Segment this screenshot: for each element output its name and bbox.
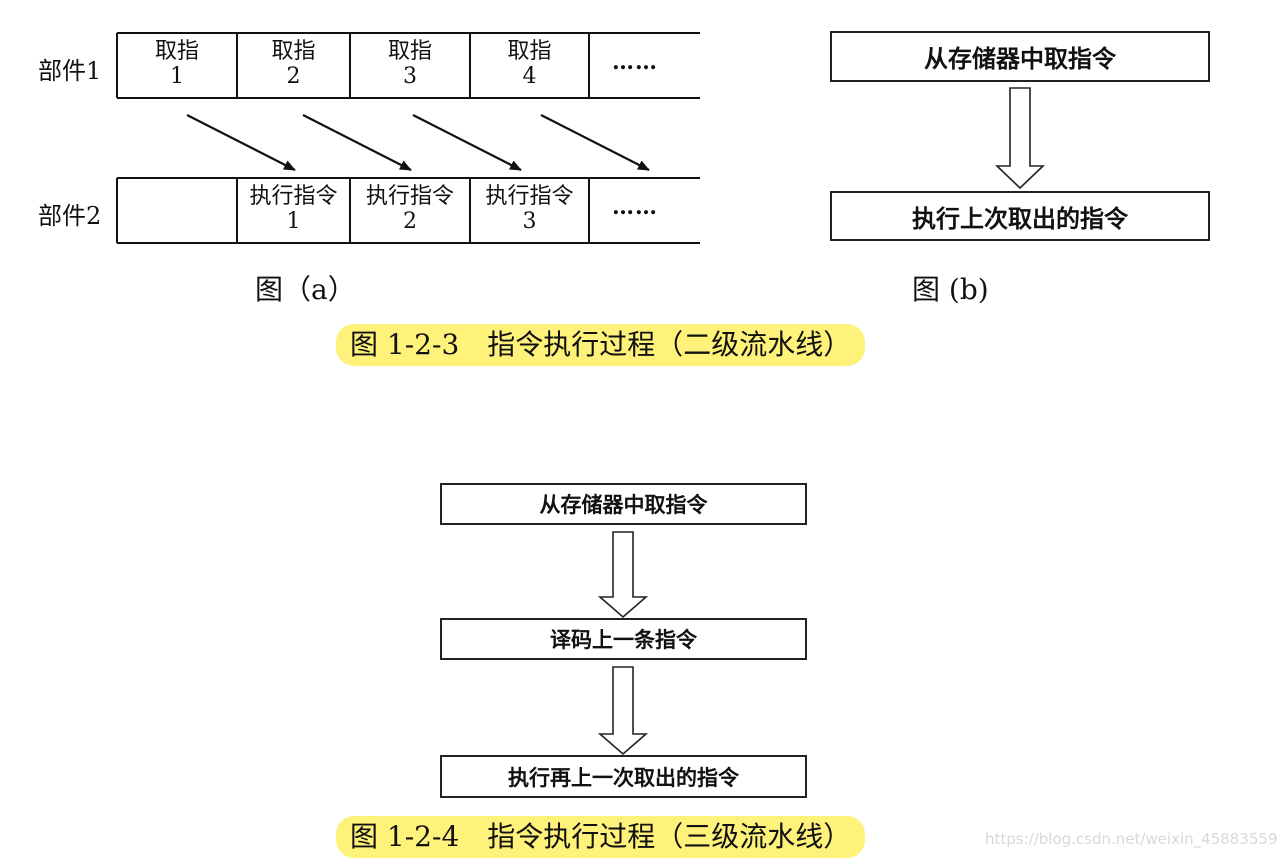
- fetch-cell-1: 取指 1: [117, 33, 237, 98]
- pipeline-arrow-3: [412, 114, 522, 171]
- fetch-cell-text: 取指: [387, 39, 432, 64]
- execute-earlier-box: 执行再上一次取出的指令: [440, 755, 807, 798]
- pipeline-arrow-2: [302, 114, 412, 171]
- execute-cell-text: 执行指令: [485, 184, 574, 209]
- fetch-cell-text: 取指: [154, 39, 199, 64]
- execute-cell-text: 执行指令: [249, 184, 338, 209]
- row2-ellipsis: ……: [612, 194, 658, 220]
- figure-b-caption: 图 (b): [912, 273, 989, 306]
- fetch-cell-4: 取指 4: [470, 33, 589, 98]
- fetch-cell-text: 取指: [271, 39, 316, 64]
- pipeline-arrow-1: [186, 114, 296, 171]
- row2-grid: [116, 177, 700, 244]
- caption-1-2-4: 图 1-2-4 指令执行过程（三级流水线）: [336, 816, 866, 858]
- execute-cell-number: 1: [286, 209, 301, 234]
- fetch-cell-2: 取指 2: [237, 33, 350, 98]
- fetch-cell-text: 取指: [507, 39, 552, 64]
- execute-previous-box: 执行上次取出的指令: [830, 191, 1210, 241]
- execute-cell-number: 3: [522, 209, 537, 234]
- row2-label: 部件2: [38, 202, 102, 230]
- fetch-cell-number: 1: [170, 64, 184, 89]
- execute-cell-3: 执行指令 3: [470, 178, 589, 243]
- flow-arrow-124-2: [597, 666, 649, 756]
- execute-cell-2: 执行指令 2: [350, 178, 470, 243]
- pipeline-arrow-4: [540, 114, 650, 171]
- row1-label: 部件1: [38, 57, 102, 85]
- execute-cell-1: 执行指令 1: [237, 178, 350, 243]
- caption-1-2-3: 图 1-2-3 指令执行过程（二级流水线）: [336, 324, 866, 366]
- flow-arrow-b: [995, 87, 1045, 190]
- execute-cell-text: 执行指令: [365, 184, 454, 209]
- watermark: https://blog.csdn.net/weixin_45883559: [985, 830, 1278, 848]
- execute-cell-number: 2: [403, 209, 417, 234]
- fetch-instruction-box: 从存储器中取指令: [440, 483, 807, 525]
- fetch-instruction-box: 从存储器中取指令: [830, 31, 1210, 82]
- row1-grid: [116, 32, 700, 99]
- decode-previous-box: 译码上一条指令: [440, 618, 807, 660]
- figure-a-caption: 图（a）: [255, 273, 356, 306]
- fetch-cell-number: 4: [522, 64, 537, 89]
- flow-arrow-124-1: [597, 531, 649, 619]
- fetch-cell-3: 取指 3: [350, 33, 470, 98]
- fetch-cell-number: 2: [286, 64, 301, 89]
- row1-ellipsis: ……: [612, 49, 658, 75]
- fetch-cell-number: 3: [403, 64, 417, 89]
